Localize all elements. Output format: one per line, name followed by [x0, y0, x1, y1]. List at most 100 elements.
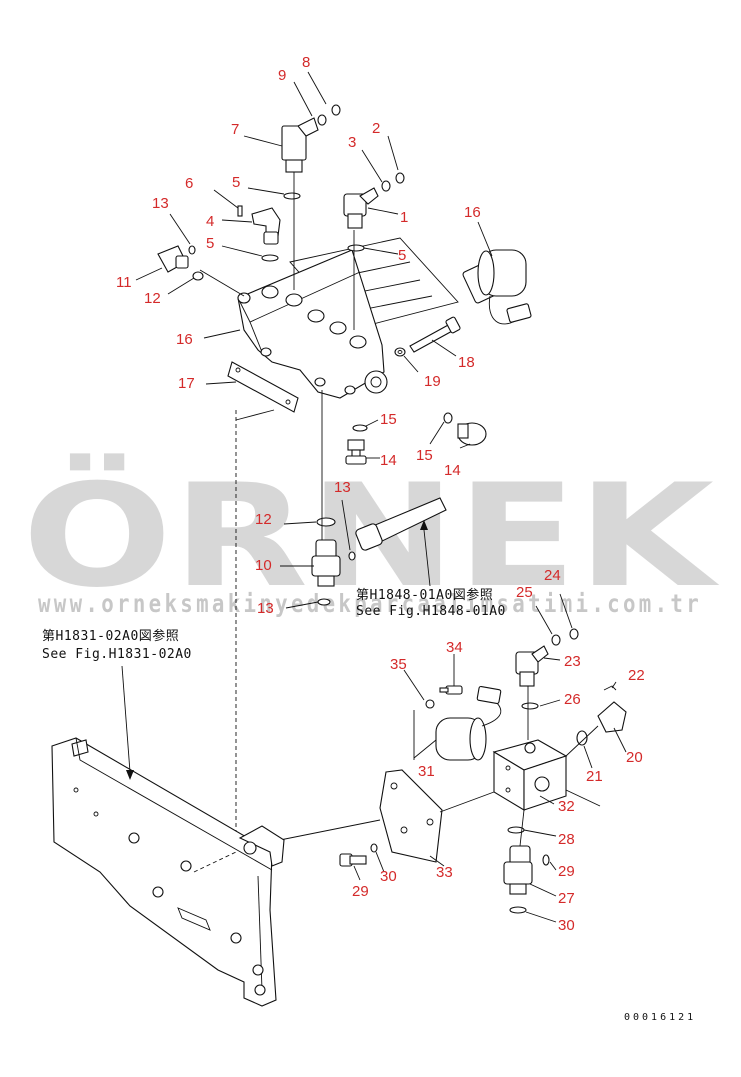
callout-35: 35	[390, 656, 407, 673]
harness-connector	[355, 497, 447, 551]
callout-30b: 32	[558, 798, 575, 815]
callout-5c: 5	[398, 247, 406, 264]
elbow-fitting-4	[251, 207, 281, 245]
bolt-18	[409, 316, 461, 353]
callout-12a: 12	[144, 290, 161, 307]
callout-23: 23	[564, 653, 581, 670]
callout-6: 6	[185, 175, 193, 192]
callout-30a: 31	[418, 763, 435, 780]
switch-23	[515, 645, 549, 687]
callout-14b: 14	[444, 462, 461, 479]
callout-34: 34	[446, 639, 463, 656]
connector-10	[311, 539, 341, 587]
pin-6	[237, 205, 243, 217]
callout-2: 2	[372, 120, 380, 137]
callout-24: 24	[544, 567, 561, 584]
callout-22: 22	[628, 667, 645, 684]
o-ring-29b	[509, 906, 527, 914]
callout-18: 18	[458, 354, 475, 371]
lower-valve-assembly	[279, 628, 627, 914]
o-ring-3	[381, 180, 391, 192]
o-ring-5a	[283, 192, 301, 200]
callout-16a: 16	[464, 204, 481, 221]
bracket-31	[379, 769, 443, 863]
o-ring-25	[551, 634, 561, 646]
callout-5b: 5	[206, 235, 214, 252]
callout-17: 17	[178, 375, 195, 392]
callout-29b: 30	[558, 917, 575, 934]
callout-19: 19	[424, 373, 441, 390]
reference-h1831-jp: 第H1831-02A0図参照	[42, 628, 179, 644]
callout-26: 26	[564, 691, 581, 708]
switch-1	[343, 187, 379, 229]
bolt-32	[339, 853, 367, 867]
callout-4: 4	[206, 213, 214, 230]
callout-16b: 16	[176, 331, 193, 348]
callout-25: 25	[516, 584, 533, 601]
callout-5a: 5	[232, 174, 240, 191]
callout-33: 30	[380, 868, 397, 885]
callout-32: 29	[352, 883, 369, 900]
callout-27: 27	[558, 890, 575, 907]
o-ring-13b	[348, 551, 356, 561]
o-ring-15a	[352, 424, 368, 432]
watermark: ÖRNEK www.orneksmakinyedekparcaalimsatim…	[22, 452, 720, 619]
fitting-27	[503, 845, 533, 895]
o-ring-5b	[261, 254, 279, 262]
callout-20: 20	[626, 749, 643, 766]
mounting-frame	[51, 737, 285, 1007]
o-ring-29a	[542, 854, 550, 866]
plug-14a	[345, 439, 367, 465]
o-ring-5c	[347, 244, 365, 252]
callout-15a: 15	[380, 411, 397, 428]
callout-29a: 29	[558, 863, 575, 880]
leader-lines	[121, 71, 627, 923]
reference-notes: 第H1848-01A0図参照 See Fig.H1848-01A0 第H1831…	[42, 587, 506, 662]
reference-h1831-en: See Fig.H1831-02A0	[42, 647, 192, 662]
o-ring-9	[317, 114, 327, 126]
drawing-number: 00016121	[624, 1012, 696, 1023]
o-ring-26	[521, 702, 539, 710]
callout-1: 1	[400, 209, 408, 226]
callout-8: 8	[302, 54, 310, 71]
watermark-url: www.orneksmakinyedekparcaalimsatimi.com.…	[38, 589, 702, 618]
callout-13c: 13	[257, 600, 274, 617]
callout-31: 33	[436, 864, 453, 881]
callout-3: 3	[348, 134, 356, 151]
gasket-plate	[227, 361, 299, 413]
callout-9: 9	[278, 67, 286, 84]
valve-block-30	[492, 739, 568, 811]
washer-35	[425, 699, 435, 709]
callout-14a: 14	[380, 452, 397, 469]
solenoid-upper	[462, 249, 532, 325]
bolt-34	[439, 685, 463, 695]
callout-21: 21	[586, 768, 603, 785]
pressure-switch-7	[281, 117, 319, 173]
plug-14b	[457, 422, 487, 446]
washer-33	[370, 843, 378, 853]
elbow-20	[597, 701, 627, 733]
o-ring-2	[395, 172, 405, 184]
upper-valve-assembly	[157, 104, 532, 836]
callout-28: 28	[558, 831, 575, 848]
callout-11: 11	[116, 274, 132, 291]
o-ring-8	[331, 104, 341, 116]
o-ring-12b	[316, 517, 336, 527]
solenoid-lower	[435, 685, 502, 761]
o-ring-24	[569, 628, 579, 640]
o-ring-13	[188, 245, 196, 255]
callout-13b: 13	[334, 479, 351, 496]
callout-12b: 12	[255, 511, 272, 528]
o-ring-12	[192, 271, 204, 281]
callout-15b: 15	[416, 447, 433, 464]
pin-22	[603, 685, 617, 691]
callout-13a: 13	[152, 195, 169, 212]
o-ring-13c	[317, 598, 331, 606]
fitting-11	[157, 245, 189, 273]
reference-h1848-en: See Fig.H1848-01A0	[356, 604, 506, 619]
washer-19	[394, 347, 406, 357]
callout-7: 7	[231, 121, 239, 138]
reference-h1848-jp: 第H1848-01A0図参照	[356, 587, 493, 603]
o-ring-21	[576, 730, 588, 746]
